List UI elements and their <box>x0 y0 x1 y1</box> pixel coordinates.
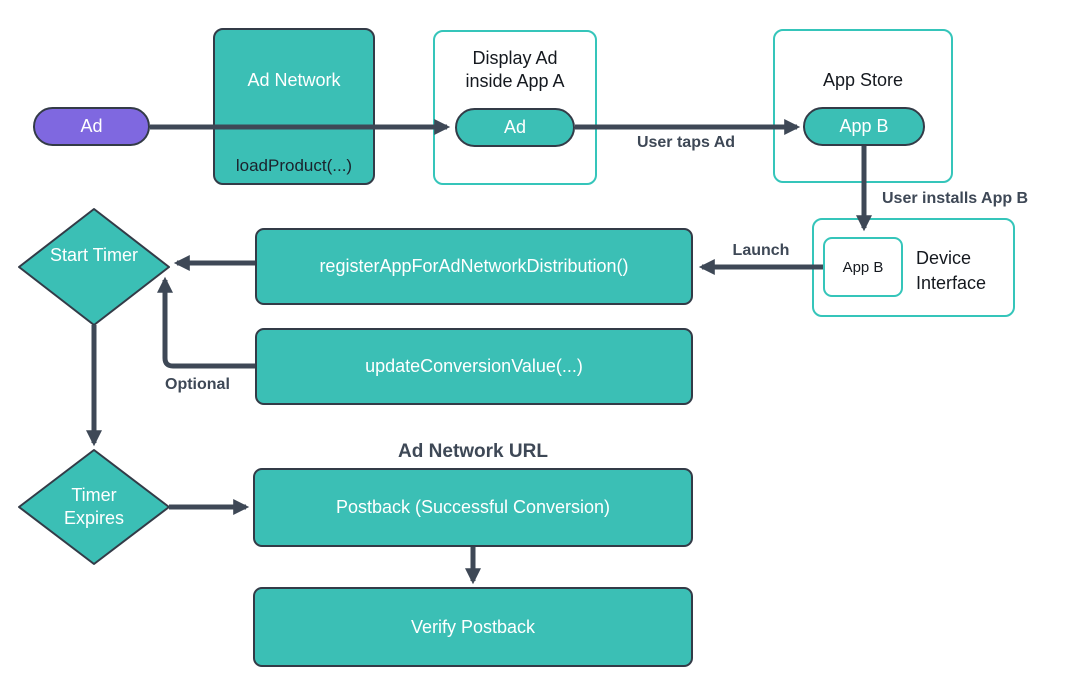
postback-label: Postback (Successful Conversion) <box>335 497 611 517</box>
register-app-node: registerAppForAdNetworkDistribution() <box>255 228 693 305</box>
app-store-app-b-pill: App B <box>803 107 925 146</box>
device-interface-title: Device Interface <box>916 248 987 293</box>
launch-label: Launch <box>732 242 790 259</box>
device-app-b-box: App B <box>823 237 903 297</box>
user-taps-ad-label: User taps Ad <box>636 134 736 151</box>
ad-network-title: Ad Network <box>247 70 341 90</box>
verify-postback-label: Verify Postback <box>410 616 536 637</box>
ad-network-method: loadProduct(...) <box>235 156 353 175</box>
app-store-container: App Store <box>773 29 953 183</box>
display-ad-title: Display Ad inside App A <box>465 48 565 91</box>
display-ad-pill: Ad <box>455 108 575 147</box>
start-timer-label: Start Timer <box>49 245 138 265</box>
app-store-app-b-label: App B <box>839 116 889 136</box>
optional-label: Optional <box>165 376 230 393</box>
postback-node: Postback (Successful Conversion) <box>253 468 693 547</box>
ad-network-node: Ad Network loadProduct(...) <box>213 28 375 185</box>
device-app-b-label: App B <box>842 258 884 276</box>
edge-optional-update-to-start-timer <box>156 276 255 369</box>
app-store-title: App Store <box>822 70 904 90</box>
device-interface-container <box>812 218 1015 317</box>
update-conversion-label: updateConversionValue(...) <box>365 356 583 376</box>
ad-node: Ad <box>33 107 150 146</box>
ad-network-url-heading: Ad Network URL <box>398 441 548 462</box>
display-ad-pill-label: Ad <box>503 117 527 137</box>
user-installs-app-b-label: User installs App B <box>882 190 1029 207</box>
start-timer-diamond <box>18 208 170 326</box>
register-app-label: registerAppForAdNetworkDistribution() <box>319 256 629 276</box>
timer-expires-label: Timer Expires <box>63 485 125 528</box>
update-conversion-node: updateConversionValue(...) <box>255 328 693 405</box>
display-ad-container: Display Ad inside App A <box>433 30 597 185</box>
verify-postback-node: Verify Postback <box>253 587 693 667</box>
ad-node-label: Ad <box>80 116 103 136</box>
